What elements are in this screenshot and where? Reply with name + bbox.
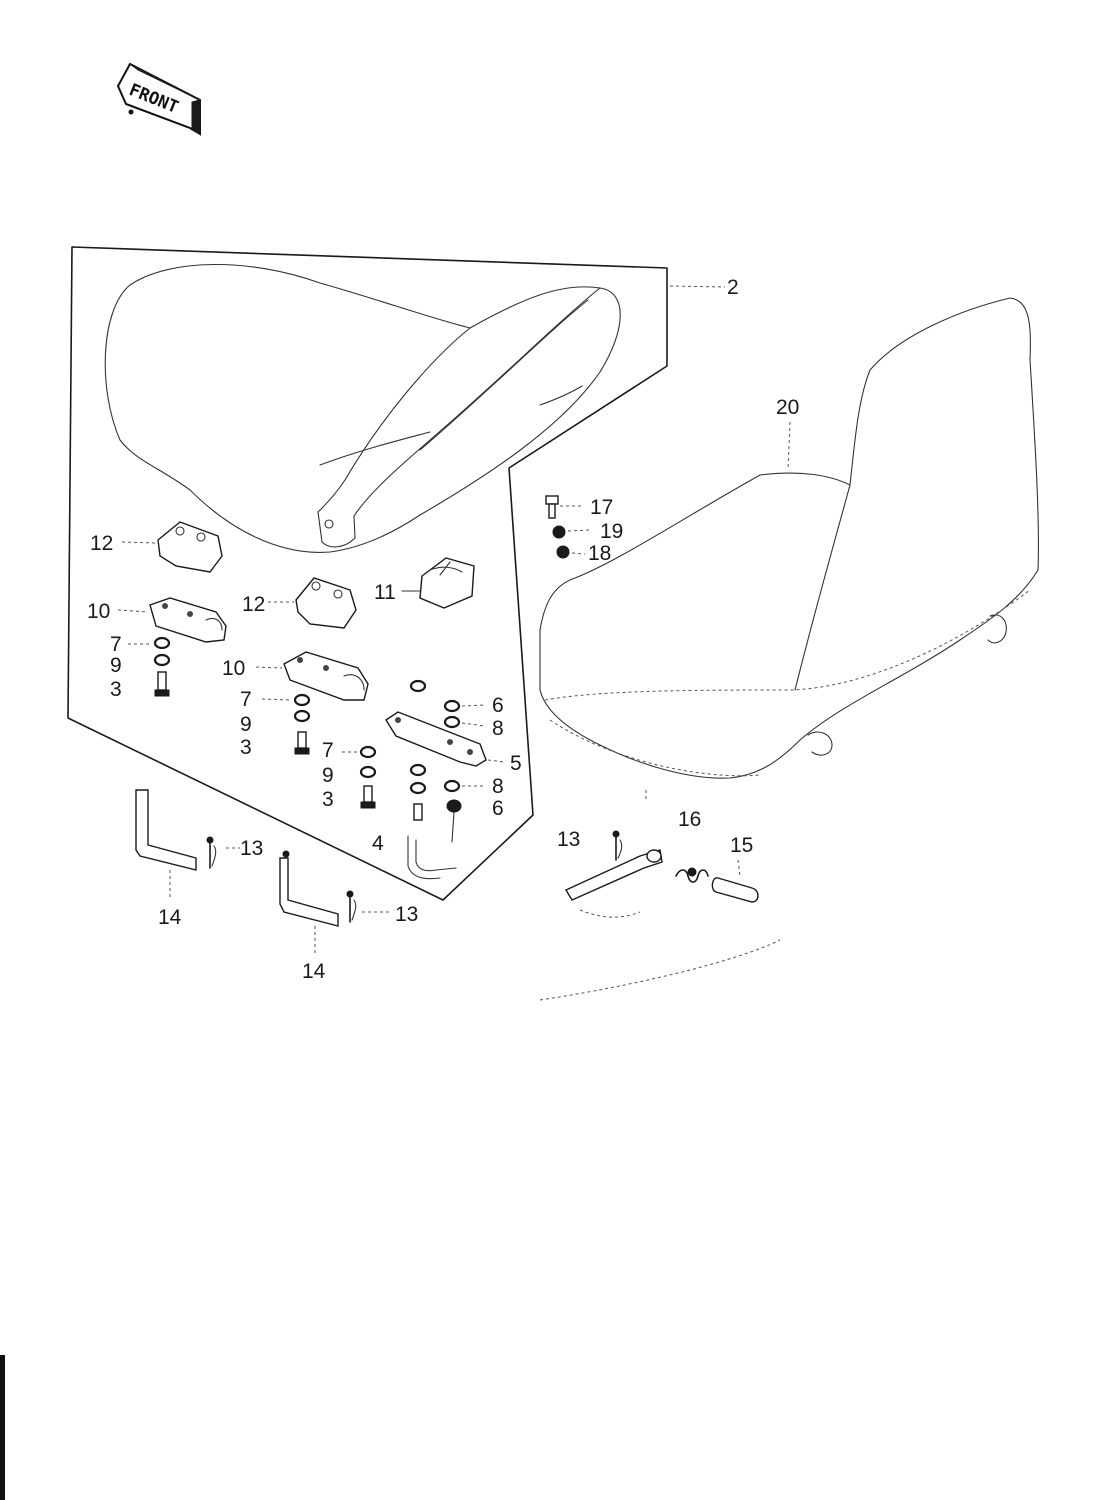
seat-group-outline xyxy=(67,246,668,901)
hinge-plate-part-10-lower xyxy=(255,651,369,701)
callout-14-lower: 14 xyxy=(302,960,326,983)
bushing-part-15 xyxy=(711,859,759,903)
hinge-pin-right xyxy=(564,849,663,918)
callout-9-left: 9 xyxy=(110,654,122,677)
front-direction-badge: FRONT xyxy=(116,62,201,136)
clip-part-13-left xyxy=(206,836,240,869)
fastener-stack-lower xyxy=(342,745,377,809)
callout-6-upper: 6 xyxy=(492,694,504,717)
rubber-block-part-11 xyxy=(401,557,475,609)
fastener-stack-middle xyxy=(261,693,311,755)
callout-labels: 2 20 17 19 18 12 12 11 10 10 7 9 3 7 9 3… xyxy=(87,276,799,983)
callout-3-left: 3 xyxy=(110,678,122,701)
callout-2: 2 xyxy=(727,276,739,299)
fastener-stack-right-upper xyxy=(409,679,486,729)
callout-5: 5 xyxy=(510,752,522,775)
callout-7-middle: 7 xyxy=(240,688,252,711)
spring-part-16 xyxy=(645,790,709,883)
callout-14-left: 14 xyxy=(158,906,182,929)
bracket-part-12-lower xyxy=(268,577,357,629)
callout-12-upper: 12 xyxy=(90,532,113,555)
bracket-part-12-upper xyxy=(121,521,223,573)
callout-4: 4 xyxy=(372,832,384,855)
callout-10-lower: 10 xyxy=(222,657,245,680)
callout-7-left: 7 xyxy=(110,633,122,656)
callout-8-lower: 8 xyxy=(492,775,504,798)
callout-8-upper: 8 xyxy=(492,717,504,740)
callout-19: 19 xyxy=(600,520,623,543)
callout-9-lower: 9 xyxy=(322,764,334,787)
screw-part-17 xyxy=(545,495,582,519)
page-edge-bar xyxy=(0,1355,5,1500)
washer-part-19 xyxy=(552,525,591,539)
callout-13-right: 13 xyxy=(557,828,580,851)
callout-18: 18 xyxy=(588,542,611,565)
nut-part-18 xyxy=(556,545,586,559)
pin-part-14-left xyxy=(135,789,197,898)
clip-part-13-right xyxy=(612,830,623,861)
callout-20: 20 xyxy=(776,396,799,419)
bracket-part-4 xyxy=(407,835,457,880)
callout-17: 17 xyxy=(590,496,613,519)
fastener-stack-right-lower xyxy=(409,763,485,843)
fastener-stack-left xyxy=(128,636,171,697)
hinge-plate-part-5 xyxy=(385,711,506,767)
hinge-plate-part-10-upper xyxy=(117,597,227,643)
callout-9-middle: 9 xyxy=(240,713,252,736)
seat-assembly-part-2 xyxy=(104,263,726,553)
callout-10-upper: 10 xyxy=(87,600,110,623)
callout-3-middle: 3 xyxy=(240,736,252,759)
ground-shadow-line xyxy=(539,939,781,1001)
callout-7-lower: 7 xyxy=(322,739,334,762)
callout-13-lower: 13 xyxy=(395,903,418,926)
pin-part-14-lower xyxy=(279,850,339,956)
callout-15: 15 xyxy=(730,834,753,857)
clip-part-13-lower xyxy=(346,890,392,923)
callout-11: 11 xyxy=(374,581,396,604)
seat-cover-part-20 xyxy=(539,297,1039,779)
callout-6-lower: 6 xyxy=(492,797,504,820)
callout-16: 16 xyxy=(678,808,701,831)
callout-13-left: 13 xyxy=(240,837,263,860)
callout-3-lower: 3 xyxy=(322,788,334,811)
callout-12-lower: 12 xyxy=(242,593,265,616)
